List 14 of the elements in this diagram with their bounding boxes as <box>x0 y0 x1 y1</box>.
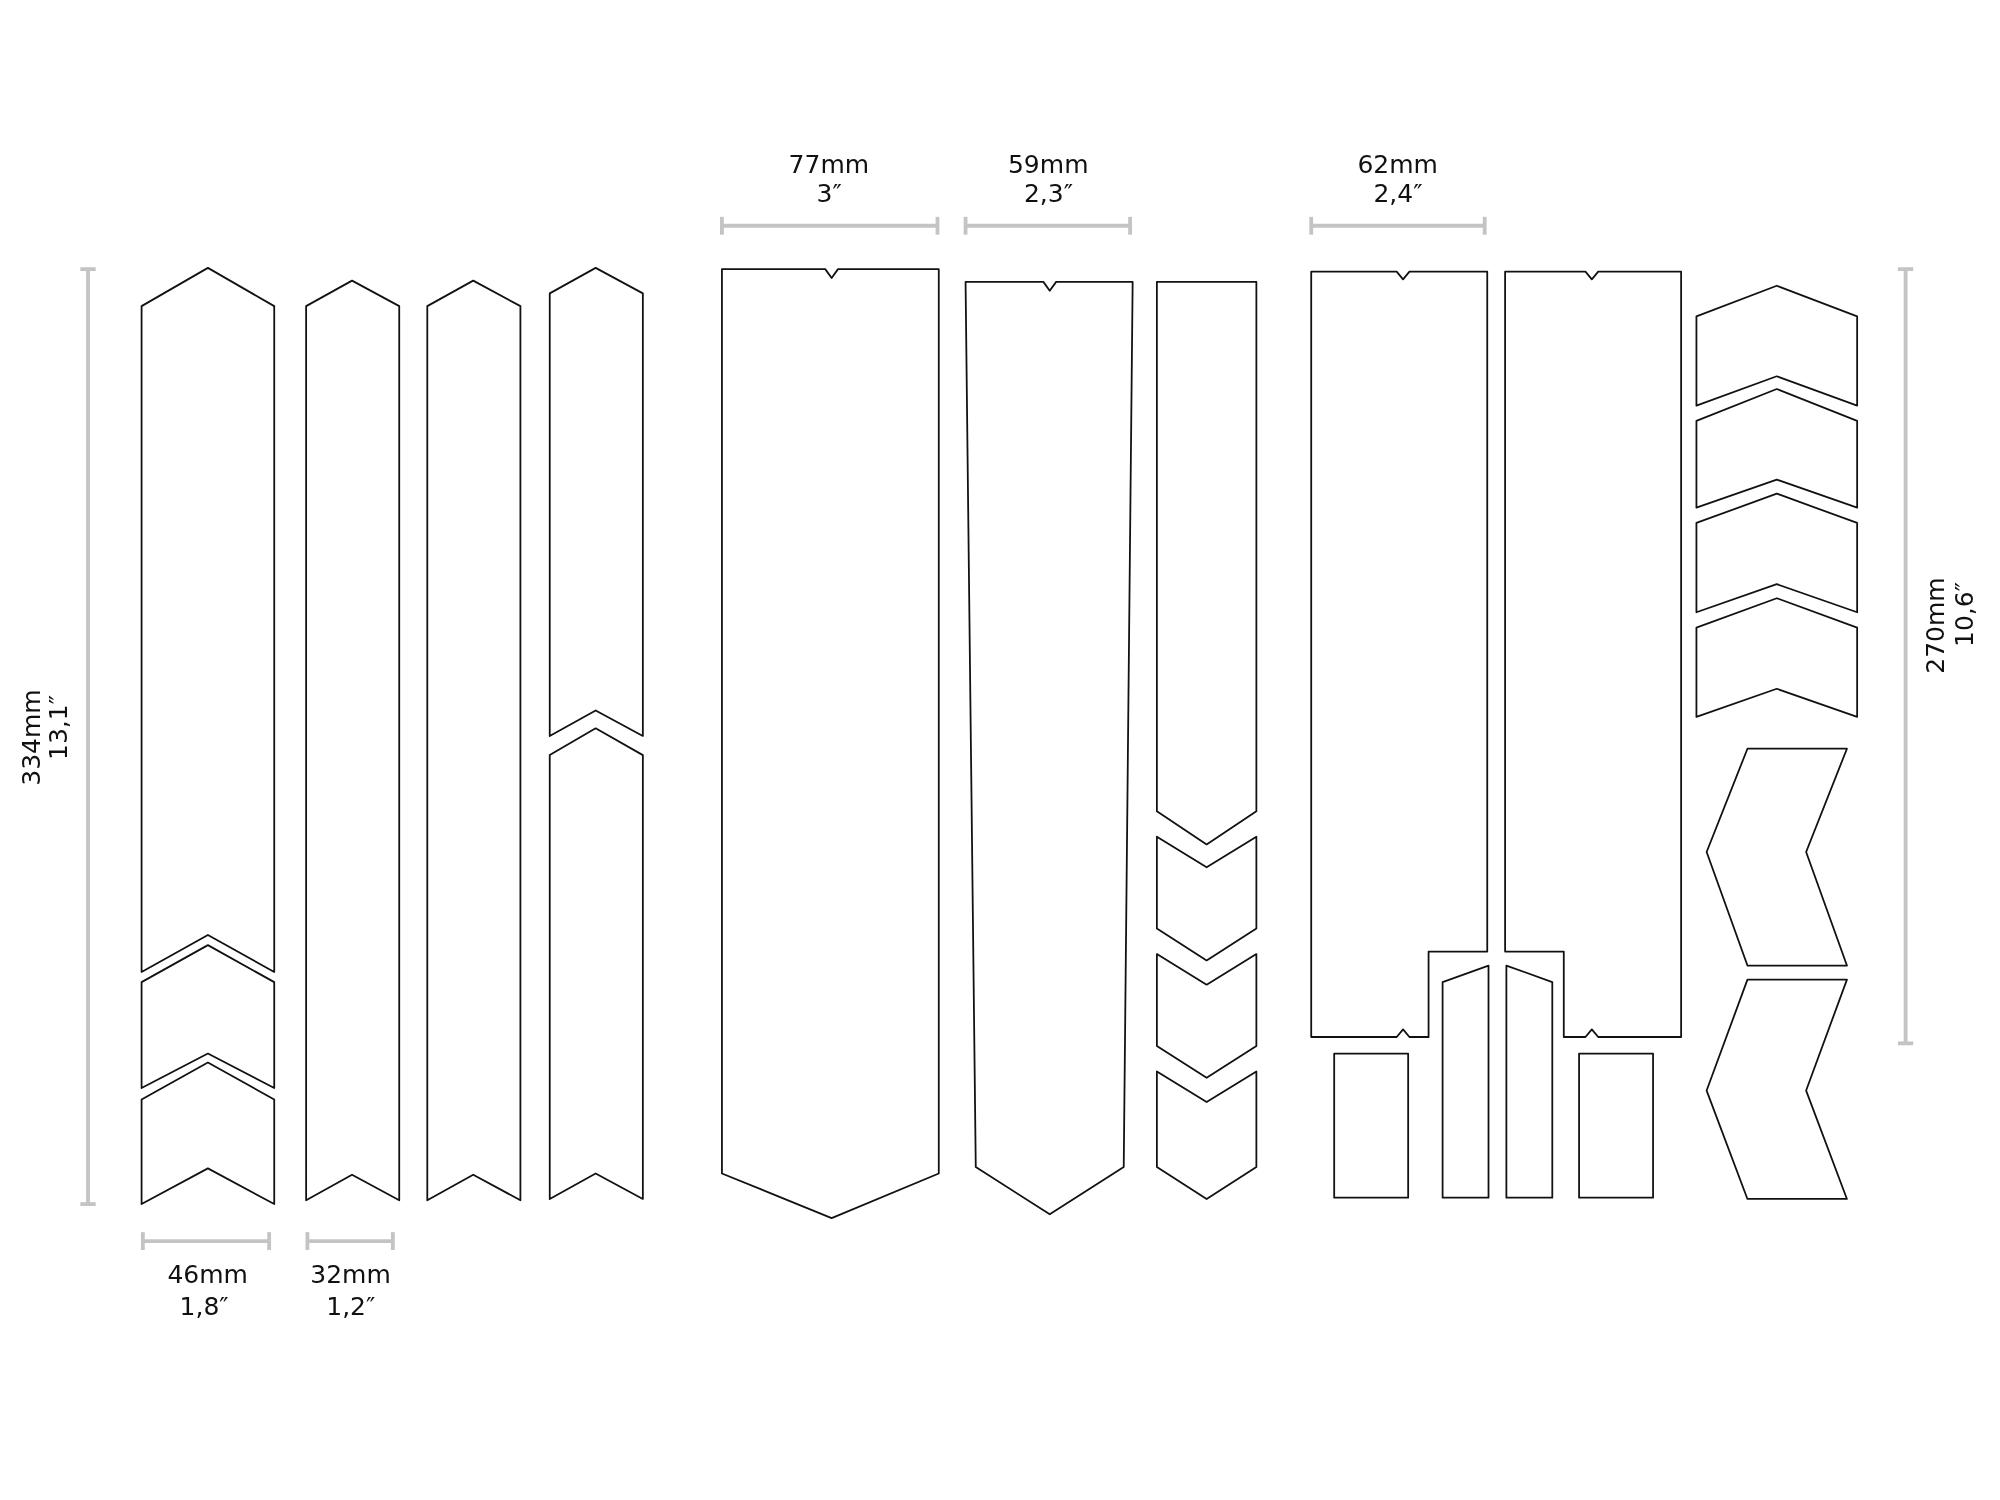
dimension-label: 1,2″ <box>326 1293 376 1319</box>
dimension-label: 3″ <box>816 181 842 207</box>
dimension-label: 62mm <box>1357 152 1438 178</box>
dimension-label: 334mm <box>18 689 44 786</box>
dimension-label: 32mm <box>310 1261 391 1287</box>
dimension-label: 2,3″ <box>1023 181 1074 207</box>
dimension-label: 1,8″ <box>179 1293 229 1319</box>
dimension-label: 270mm <box>1922 576 1948 674</box>
dimension-label: 77mm <box>788 152 870 178</box>
dimension-label: 46mm <box>167 1261 248 1287</box>
dimension-label: 59mm <box>1007 152 1089 178</box>
dimension-label: 10,6″ <box>1951 582 1977 648</box>
dimension-label: 2,4″ <box>1373 181 1423 207</box>
dimension-label: 13,1″ <box>46 694 72 760</box>
